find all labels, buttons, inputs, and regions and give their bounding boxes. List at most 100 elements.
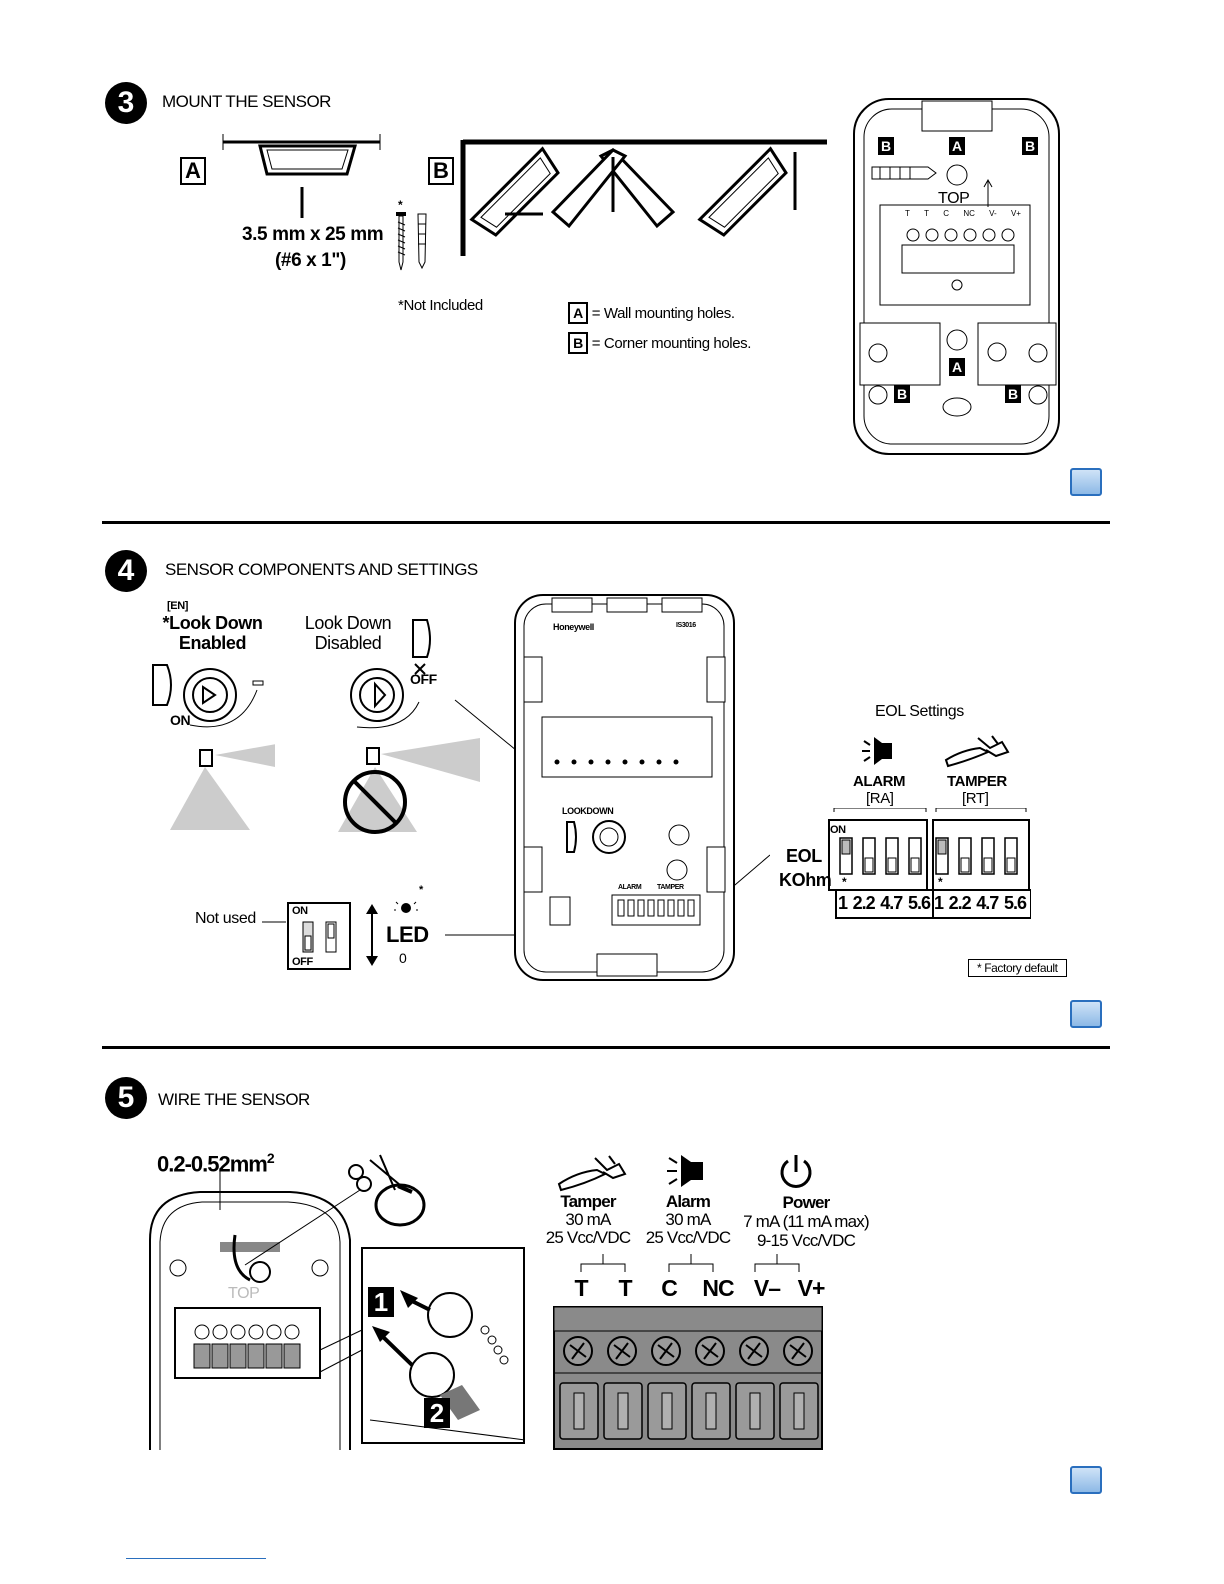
eol-tamper-label: TAMPER	[947, 773, 1007, 790]
eol-default-mark-alarm: *	[842, 875, 847, 889]
wall-mount-label: A	[180, 157, 206, 185]
corner-mount-label: B	[428, 157, 454, 185]
step-3-title: MOUNT THE SENSOR	[162, 92, 331, 111]
back-plate-top-label: TOP	[938, 190, 970, 207]
eol-tamper-code: [RT]	[962, 790, 989, 807]
terminal-labels: T T C NC V– V+	[566, 1275, 826, 1302]
tamper-current: 30 mA	[565, 1210, 611, 1229]
kohm-label: KOhm	[779, 870, 832, 890]
wire-gauge-label: 0.2-0.52mm2	[157, 1150, 275, 1177]
svg-text:B: B	[881, 138, 891, 154]
alarm-speaker-icon	[862, 737, 892, 765]
section-divider	[102, 521, 1110, 524]
power-current: 7 mA (11 mA max)	[743, 1212, 870, 1231]
step-2-marker: 2	[424, 1398, 450, 1428]
eol-default-mark-tamper: *	[938, 875, 943, 889]
look-down-enabled-label: *Look Down Enabled	[162, 613, 263, 653]
off-label: OFF	[410, 671, 437, 687]
back-to-top-icon[interactable]	[1070, 1466, 1102, 1494]
power-spec: Power 7 mA (11 mA max) 9-15 Vcc/VDC	[738, 1193, 874, 1250]
tamper-voltage: 25 Vcc/VDC	[545, 1228, 631, 1247]
wall-mount-diagram	[222, 134, 381, 218]
eol-value: 1	[934, 893, 944, 913]
screw-size: 3.5 mm x 25 mm	[242, 224, 384, 245]
step-5-number: 5	[105, 1077, 147, 1119]
legend-wall-holes: A = Wall mounting holes.	[568, 302, 735, 324]
on-label: ON	[170, 712, 191, 728]
terminal-label: NC	[963, 209, 975, 218]
terminal-label: T	[924, 209, 930, 218]
board-alarm-label: ALARM	[618, 884, 642, 891]
tamper-spec: Tamper 30 mA 25 Vcc/VDC	[538, 1193, 638, 1247]
step-5-title: WIRE THE SENSOR	[158, 1090, 310, 1109]
terminal-label: NC	[702, 1275, 734, 1301]
step-4-title: SENSOR COMPONENTS AND SETTINGS	[165, 560, 478, 579]
alarm-spec: Alarm 30 mA 25 Vcc/VDC	[638, 1193, 738, 1247]
scissors-icon	[348, 1154, 426, 1227]
eol-alarm-values: 1 2.2 4.7 5.6	[838, 893, 931, 914]
power-icon	[780, 1155, 812, 1188]
en-tag: [EN]	[167, 600, 189, 612]
factory-default-note: * Factory default	[968, 959, 1067, 977]
alarm-name: Alarm	[665, 1192, 711, 1211]
switch-on-label: ON	[292, 905, 308, 917]
power-name: Power	[782, 1193, 830, 1212]
led-off-glyph: 0	[399, 950, 407, 966]
eol-value: 4.7	[880, 893, 903, 913]
eol-alarm-code: [RA]	[866, 790, 894, 807]
eol-value: 2.2	[948, 893, 972, 913]
svg-text:A: A	[952, 138, 962, 154]
screw-size-imperial: (#6 x 1")	[275, 250, 346, 271]
terminal-label: T	[574, 1275, 588, 1301]
eol-value: 4.7	[976, 893, 999, 913]
eol-settings-title: EOL Settings	[875, 703, 964, 720]
wiring-top-label: TOP	[228, 1285, 260, 1302]
wiring-housing-diagram	[149, 1168, 526, 1450]
back-plate-terminal-labels: T T C NC V- V+	[905, 209, 1021, 218]
eol-label: EOL	[786, 846, 822, 866]
not-used-label: Not used	[195, 910, 256, 927]
look-down-disabled-dial	[338, 619, 480, 834]
screw-anchor-icon	[396, 212, 427, 271]
svg-text:B: B	[1025, 138, 1035, 154]
alarm-voltage: 25 Vcc/VDC	[645, 1228, 731, 1247]
terminal-bracket-lines	[580, 1254, 800, 1272]
eol-value: 2.2	[852, 893, 876, 913]
board-tamper-label: TAMPER	[657, 884, 684, 891]
alarm-speaker-icon	[667, 1155, 703, 1187]
legend-corner-holes: B = Corner mounting holes.	[568, 332, 751, 354]
eol-alarm-label: ALARM	[853, 773, 906, 790]
look-down-enabled-dial	[152, 664, 275, 830]
svg-text:B: B	[897, 386, 907, 402]
eol-value: 5.6	[1003, 893, 1027, 913]
led-switch-diagram	[262, 900, 418, 970]
terminal-block-diagram	[553, 1306, 823, 1450]
section-divider	[102, 1046, 1110, 1049]
eol-value: 1	[838, 893, 848, 913]
step-4-number: 4	[105, 550, 147, 592]
look-down-disabled-label: Look Down Disabled	[304, 613, 392, 653]
back-to-top-icon[interactable]	[1070, 1000, 1102, 1028]
footer-link-underline[interactable]	[126, 1558, 266, 1559]
tamper-pliers-icon	[557, 1155, 627, 1192]
led-label: LED	[386, 922, 429, 947]
terminal-label: C	[661, 1275, 678, 1301]
power-voltage: 9-15 Vcc/VDC	[756, 1231, 856, 1250]
model-label: IS3016	[676, 622, 696, 629]
terminal-label: V+	[797, 1275, 826, 1301]
eol-on-label: ON	[830, 824, 846, 836]
terminal-label: V-	[989, 209, 997, 218]
tamper-name: Tamper	[560, 1192, 616, 1211]
back-plate-diagram: B A B A B B	[853, 98, 1060, 455]
back-to-top-icon[interactable]	[1070, 468, 1102, 496]
terminal-label: C	[943, 209, 950, 218]
eol-value: 5.6	[907, 893, 931, 913]
switch-off-label: OFF	[292, 956, 313, 968]
alarm-current: 30 mA	[665, 1210, 711, 1229]
terminal-label: V+	[1010, 209, 1021, 218]
not-included-note: *Not Included	[398, 297, 483, 314]
sensor-board-diagram	[514, 594, 735, 981]
brand-label: Honeywell	[553, 622, 594, 632]
step-1-marker: 1	[368, 1287, 394, 1317]
terminal-label: T	[618, 1275, 632, 1301]
